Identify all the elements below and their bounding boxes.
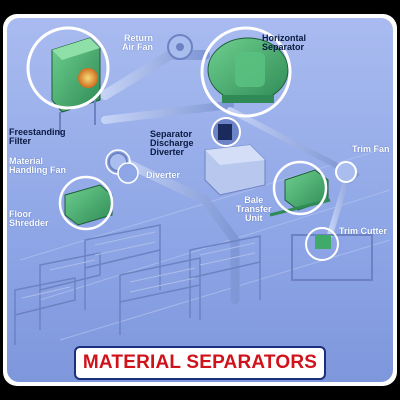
return-air-fan [167, 34, 193, 60]
collector-unit [204, 144, 266, 196]
conveyor-tables [14, 224, 261, 345]
label-floor-shredder: Floor Shredder [9, 209, 49, 228]
label-trim-cutter: Trim Cutter [339, 226, 388, 236]
freestanding-filter-zoom [26, 26, 110, 110]
horizontal-separator [207, 37, 289, 103]
diverter-zoom [117, 162, 139, 184]
trim-cutter-zoom [305, 227, 339, 261]
label-return-air-fan: Return Air Fan [122, 33, 154, 52]
title-banner: MATERIAL SEPARATORS [74, 346, 326, 380]
floor-shredder-zoom [58, 175, 114, 231]
label-horizontal-separator: Horizontal Separator [262, 33, 306, 52]
bale-transfer-unit-zoom [272, 160, 328, 216]
label-freestanding-filter: Freestanding Filter [9, 127, 66, 146]
bale-transfer-unit [269, 169, 331, 217]
conveyor-slats [21, 231, 256, 299]
horizontal-separator-zoom [200, 26, 292, 118]
label-material-handling-fan: Material Handling Fan [9, 156, 66, 175]
label-bale-transfer-unit: Bale Transfer Unit [236, 195, 272, 223]
label-separator-discharge-diverter: Separator Discharge Diverter [150, 129, 194, 157]
trim-fan [335, 161, 357, 183]
trim-cutter [291, 234, 373, 281]
label-diverter: Diverter [146, 170, 181, 180]
label-trim-fan: Trim Fan [352, 144, 390, 154]
title-text: MATERIAL SEPARATORS [82, 352, 318, 373]
floor-shredder [64, 184, 113, 226]
freestanding-filter [51, 37, 101, 135]
